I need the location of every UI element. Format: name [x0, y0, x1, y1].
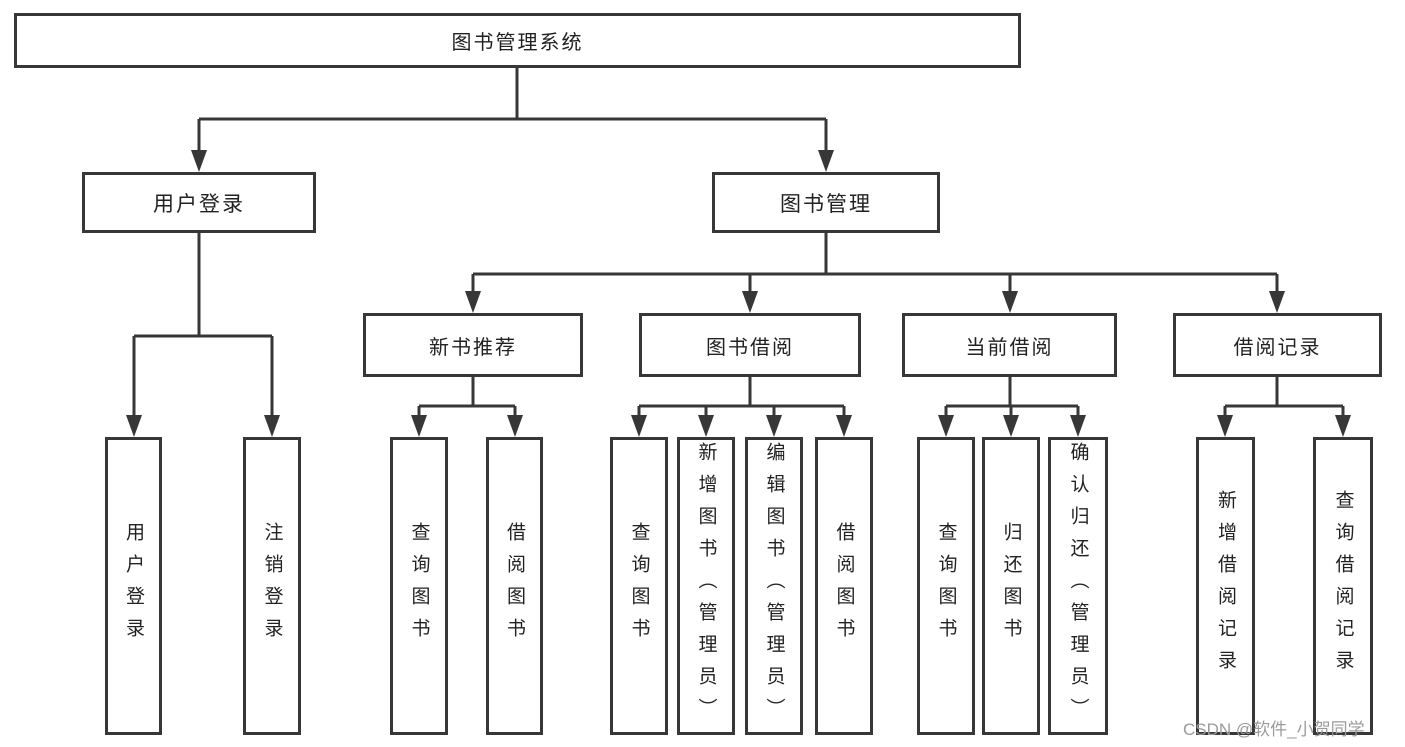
leaf-return-books: 归还图书	[982, 437, 1040, 735]
node-user-login: 用户登录	[82, 172, 316, 233]
node-borrow-records-label: 借阅记录	[1233, 336, 1322, 359]
node-new-book-recommend-label: 新书推荐	[429, 336, 517, 359]
leaf-query-books-recommend-label: 查询图书	[408, 522, 430, 650]
node-book-management: 图书管理	[712, 172, 940, 233]
node-book-borrow-label: 图书借阅	[706, 336, 794, 359]
leaf-query-books-current-label: 查询图书	[935, 522, 957, 650]
leaf-add-books-admin: 新增图书（管理员）	[677, 437, 735, 735]
leaf-query-books-borrow-label: 查询图书	[628, 522, 650, 650]
leaf-add-books-admin-label: 新增图书（管理员）	[695, 442, 717, 730]
leaf-query-books-borrow: 查询图书	[610, 437, 668, 735]
node-book-management-label: 图书管理	[780, 192, 872, 216]
leaf-return-books-label: 归还图书	[1000, 522, 1022, 650]
node-user-login-label: 用户登录	[153, 192, 245, 216]
leaf-user-login: 用户登录	[105, 437, 162, 735]
leaf-edit-books-admin: 编辑图书（管理员）	[745, 437, 803, 735]
leaf-add-borrow-record-label: 新增借阅记录	[1215, 490, 1236, 682]
leaf-edit-books-admin-label: 编辑图书（管理员）	[763, 442, 785, 730]
leaf-query-borrow-record: 查询借阅记录	[1313, 437, 1373, 735]
watermark: CSDN @软件_小贺同学	[1183, 720, 1365, 739]
leaf-query-books-recommend: 查询图书	[390, 437, 448, 735]
leaf-borrow-books-label: 借阅图书	[833, 522, 855, 650]
root-node-label: 图书管理系统	[451, 32, 584, 54]
leaf-confirm-return-admin-label: 确认归还（管理员）	[1067, 442, 1089, 730]
node-book-borrow: 图书借阅	[639, 313, 861, 377]
leaf-logout-login-label: 注销登录	[261, 522, 283, 650]
leaf-add-borrow-record: 新增借阅记录	[1196, 437, 1255, 735]
leaf-borrow-books-recommend: 借阅图书	[486, 437, 543, 735]
leaf-query-books-current: 查询图书	[917, 437, 975, 735]
leaf-borrow-books-recommend-label: 借阅图书	[504, 522, 525, 650]
leaf-logout-login: 注销登录	[243, 437, 301, 735]
leaf-confirm-return-admin: 确认归还（管理员）	[1048, 437, 1108, 735]
node-new-book-recommend: 新书推荐	[363, 313, 583, 377]
leaf-user-login-label: 用户登录	[123, 522, 144, 650]
node-borrow-records: 借阅记录	[1173, 313, 1382, 377]
root-node-library-system: 图书管理系统	[14, 13, 1021, 68]
node-current-borrow: 当前借阅	[902, 313, 1117, 377]
leaf-borrow-books: 借阅图书	[815, 437, 873, 735]
leaf-query-borrow-record-label: 查询借阅记录	[1332, 490, 1354, 682]
node-current-borrow-label: 当前借阅	[965, 336, 1054, 359]
